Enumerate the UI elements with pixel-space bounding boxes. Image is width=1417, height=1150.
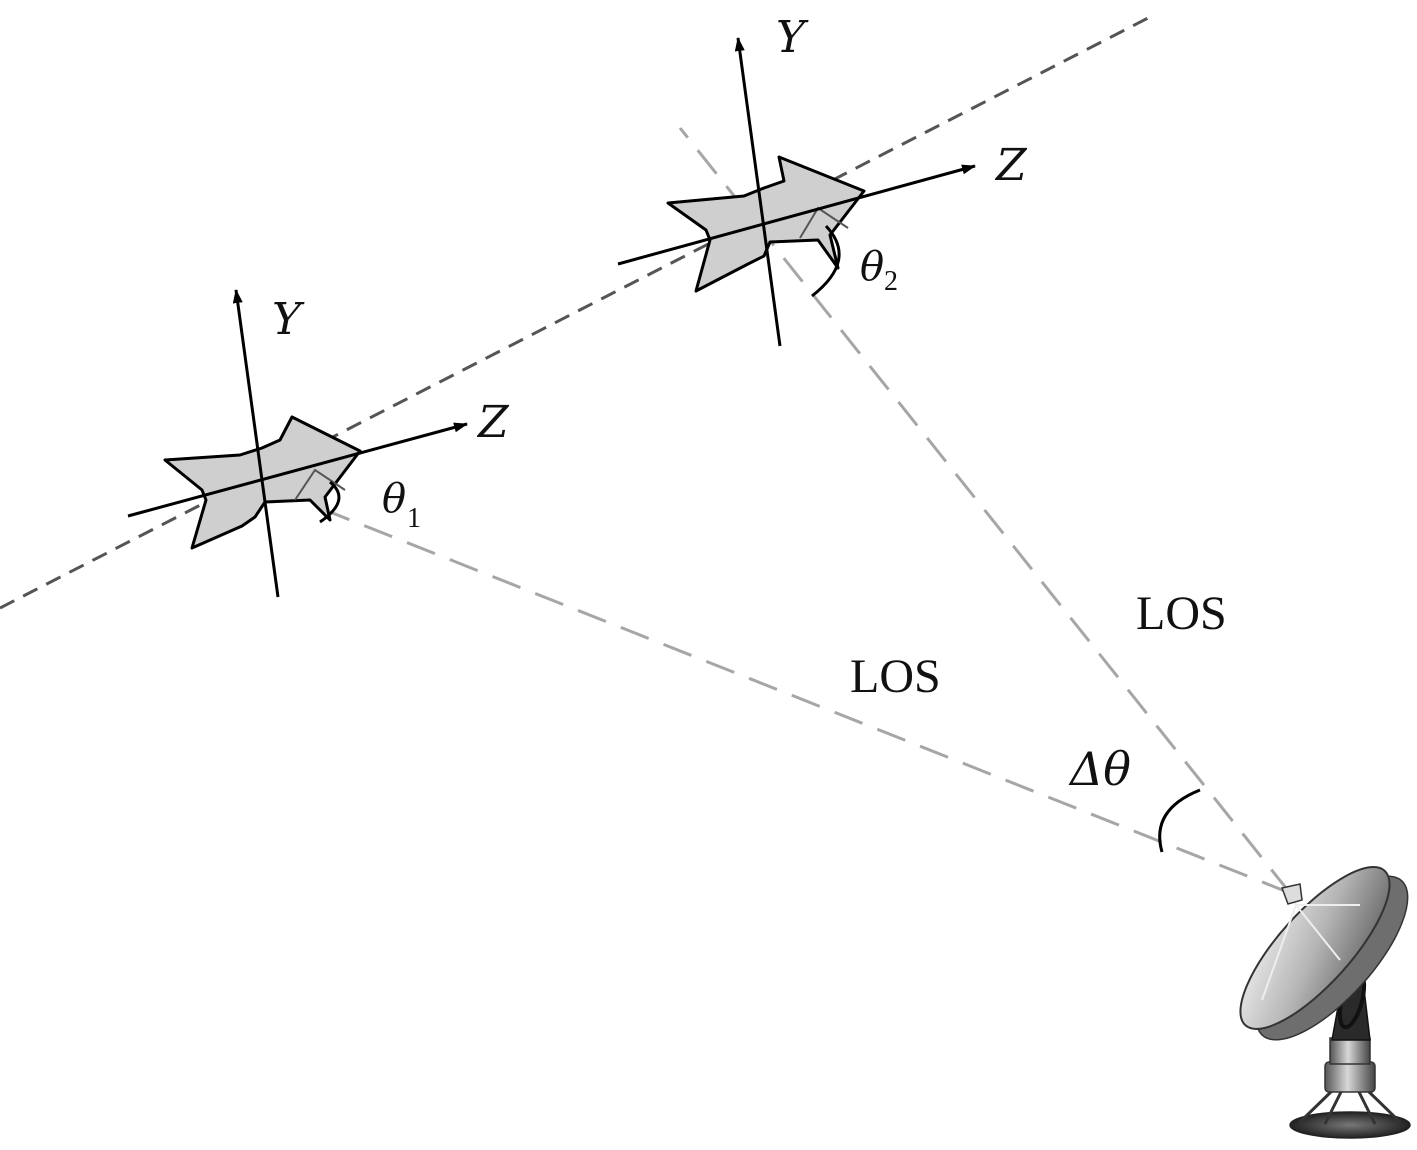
y-axis-2	[734, 37, 782, 347]
delta-theta-arc	[1158, 788, 1201, 853]
theta-1-arc	[319, 480, 341, 524]
trajectory-line	[0, 15, 1151, 610]
y-axis-2-label: Y	[776, 12, 809, 63]
z-axis-1	[127, 422, 468, 518]
y-axis-1-label: Y	[272, 294, 305, 345]
radar-legs	[1298, 1086, 1402, 1125]
radar-feed-struts	[1261, 889, 1360, 1001]
los-line-2	[678, 127, 1292, 894]
radar-base	[1289, 1111, 1411, 1139]
theta-2-label: θ	[860, 244, 884, 290]
target-2	[617, 37, 976, 347]
missile-fin-1	[294, 468, 346, 501]
z-axis-2-label: Z	[994, 140, 1028, 191]
y-axis-1	[232, 289, 280, 598]
theta-2-subscript: 2	[884, 266, 898, 297]
theta-1-subscript: 1	[407, 503, 421, 534]
radar-pedestal	[1324, 1061, 1376, 1093]
radar-feed-horn	[1280, 883, 1303, 905]
los-label-1: LOS	[850, 650, 941, 703]
theta-1-label: θ	[382, 476, 406, 522]
los-line-1	[329, 510, 1291, 895]
z-axis-1-label: Z	[476, 397, 510, 448]
z-axis-2	[617, 164, 976, 266]
delta-theta-label: Δθ	[1068, 742, 1131, 796]
radar-mast	[1329, 1037, 1371, 1065]
radar-antenna	[1239, 866, 1411, 1139]
target-1	[127, 289, 468, 598]
theta-2-arc	[811, 224, 841, 298]
los-label-2: LOS	[1136, 587, 1227, 640]
